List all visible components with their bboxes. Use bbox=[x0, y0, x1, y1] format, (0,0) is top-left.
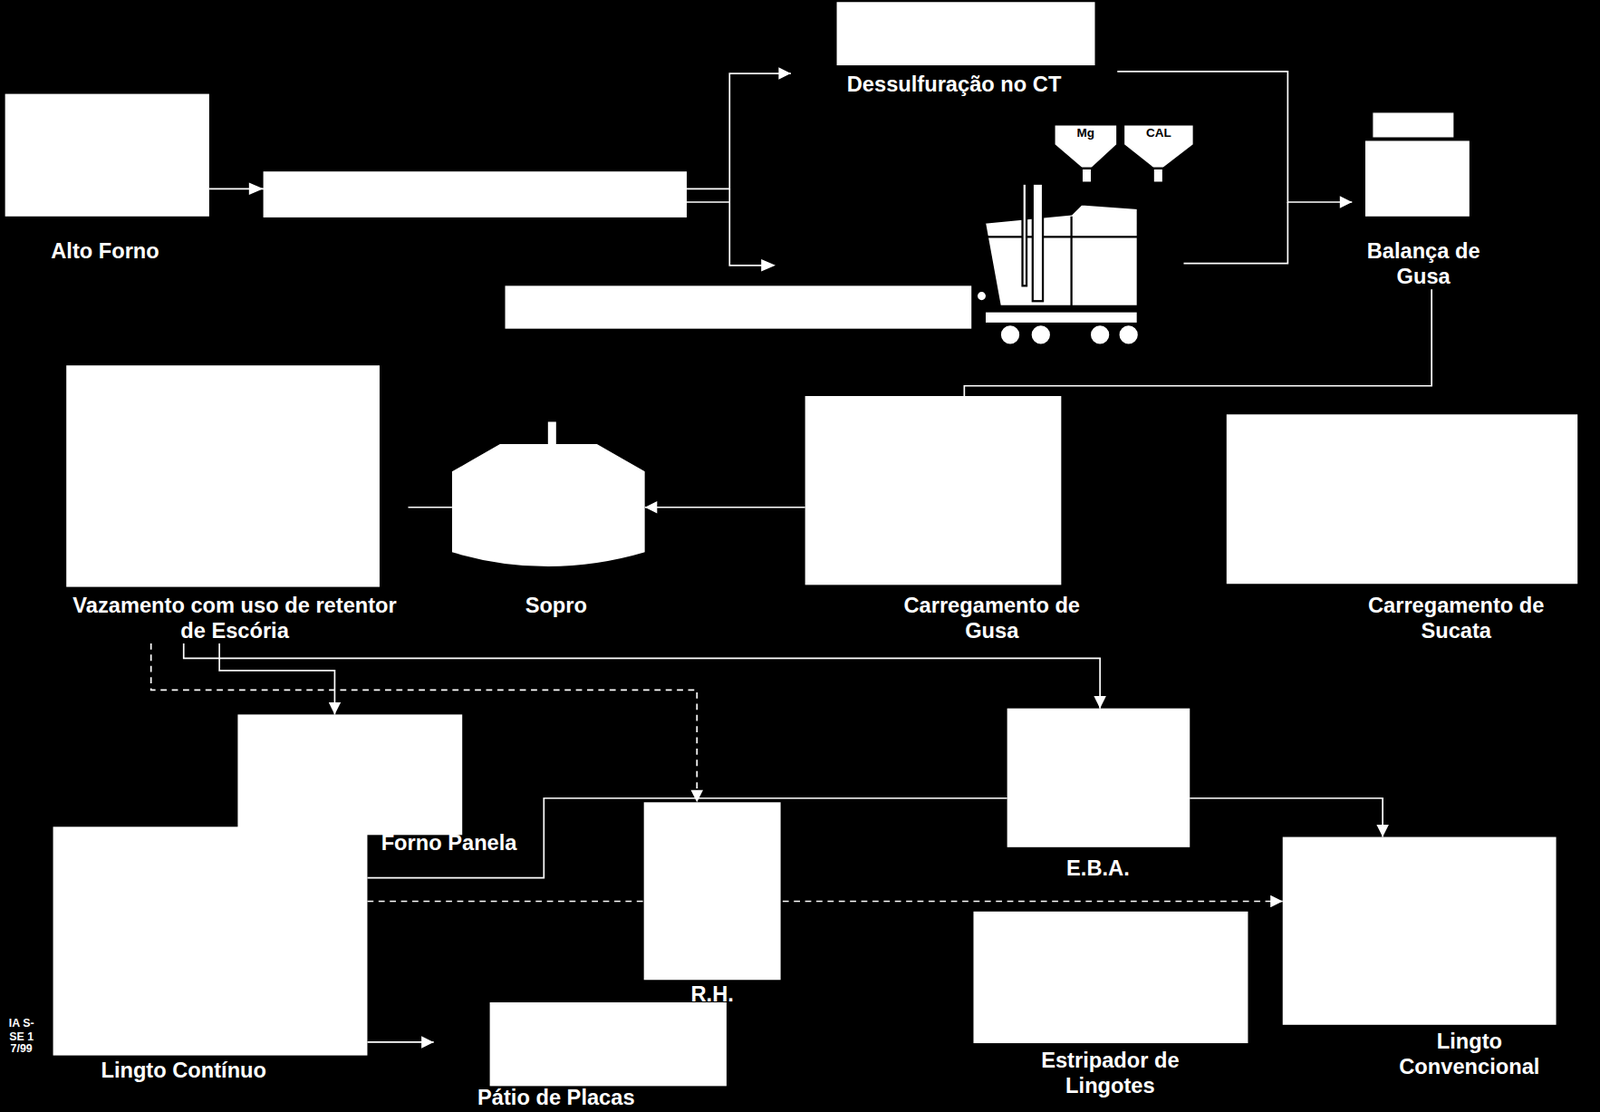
scale-display bbox=[1372, 112, 1455, 138]
photo-band bbox=[505, 285, 973, 328]
node-label: R.H. bbox=[661, 980, 764, 1006]
furnace-box: Alto Forno bbox=[5, 94, 210, 217]
node-label: Carregamento de Sucata bbox=[1339, 591, 1574, 644]
torpedo-car-photo bbox=[263, 171, 687, 218]
process-box: R.H. bbox=[644, 801, 781, 980]
flow-connector bbox=[219, 643, 335, 714]
flow-connector bbox=[645, 506, 806, 509]
node-label: Dessulfuração no CT bbox=[790, 71, 1118, 97]
node-label: Lingto Contínuo bbox=[30, 1057, 338, 1083]
node-label: Lingto Convencional bbox=[1367, 1027, 1572, 1080]
process-box: Lingto Contínuo bbox=[53, 826, 368, 1055]
node-label: E.B.A. bbox=[1036, 855, 1159, 881]
flow-line bbox=[1183, 202, 1288, 264]
flow-connector bbox=[366, 1040, 434, 1043]
process-box: Forno Panela bbox=[237, 713, 463, 835]
node-label: Carregamento de Gusa bbox=[879, 591, 1105, 644]
node-label: Pátio de Placas bbox=[433, 1083, 679, 1109]
arrow-head bbox=[761, 259, 776, 272]
arrow-head bbox=[249, 183, 264, 196]
node-label: Balança de Gusa bbox=[1351, 237, 1495, 290]
node-label: Vazamento com uso de retentor de Escória bbox=[61, 591, 409, 644]
process-box: E.B.A. bbox=[1007, 708, 1191, 848]
process-box: Dessulfuração no CT bbox=[837, 1, 1096, 66]
node-label: Alto Forno bbox=[2, 237, 207, 263]
flow-connector bbox=[183, 643, 1100, 709]
process-box: Carregamento de Gusa bbox=[805, 395, 1062, 585]
flow-line bbox=[686, 188, 763, 265]
hopper-label: Mg bbox=[1053, 126, 1118, 142]
desulfurization-station bbox=[976, 124, 1195, 345]
node-label: Forno Panela bbox=[362, 829, 536, 856]
flow-connector bbox=[408, 506, 453, 509]
document-code: IA S-SE 17/99 bbox=[8, 1016, 35, 1056]
node-label: Estripador de Lingotes bbox=[1008, 1047, 1213, 1099]
yard-box: Pátio de Placas bbox=[490, 1002, 727, 1086]
scale-box: Balança de Gusa bbox=[1365, 140, 1470, 216]
converter-outline bbox=[452, 421, 646, 574]
hopper-label: CAL bbox=[1123, 126, 1195, 142]
process-box: Vazamento com uso de retentor de Escória bbox=[66, 365, 380, 587]
flow-connector bbox=[366, 900, 1282, 903]
process-box: Carregamento de Sucata bbox=[1226, 414, 1578, 584]
process-box: Lingto Convencional bbox=[1282, 837, 1557, 1025]
node-label: Sopro bbox=[494, 591, 617, 617]
flow-connector bbox=[1189, 798, 1383, 838]
flow-connector bbox=[1117, 71, 1352, 203]
converter-vessel: Sopro bbox=[452, 421, 646, 574]
process-box: Estripador de Lingotes bbox=[973, 911, 1248, 1043]
